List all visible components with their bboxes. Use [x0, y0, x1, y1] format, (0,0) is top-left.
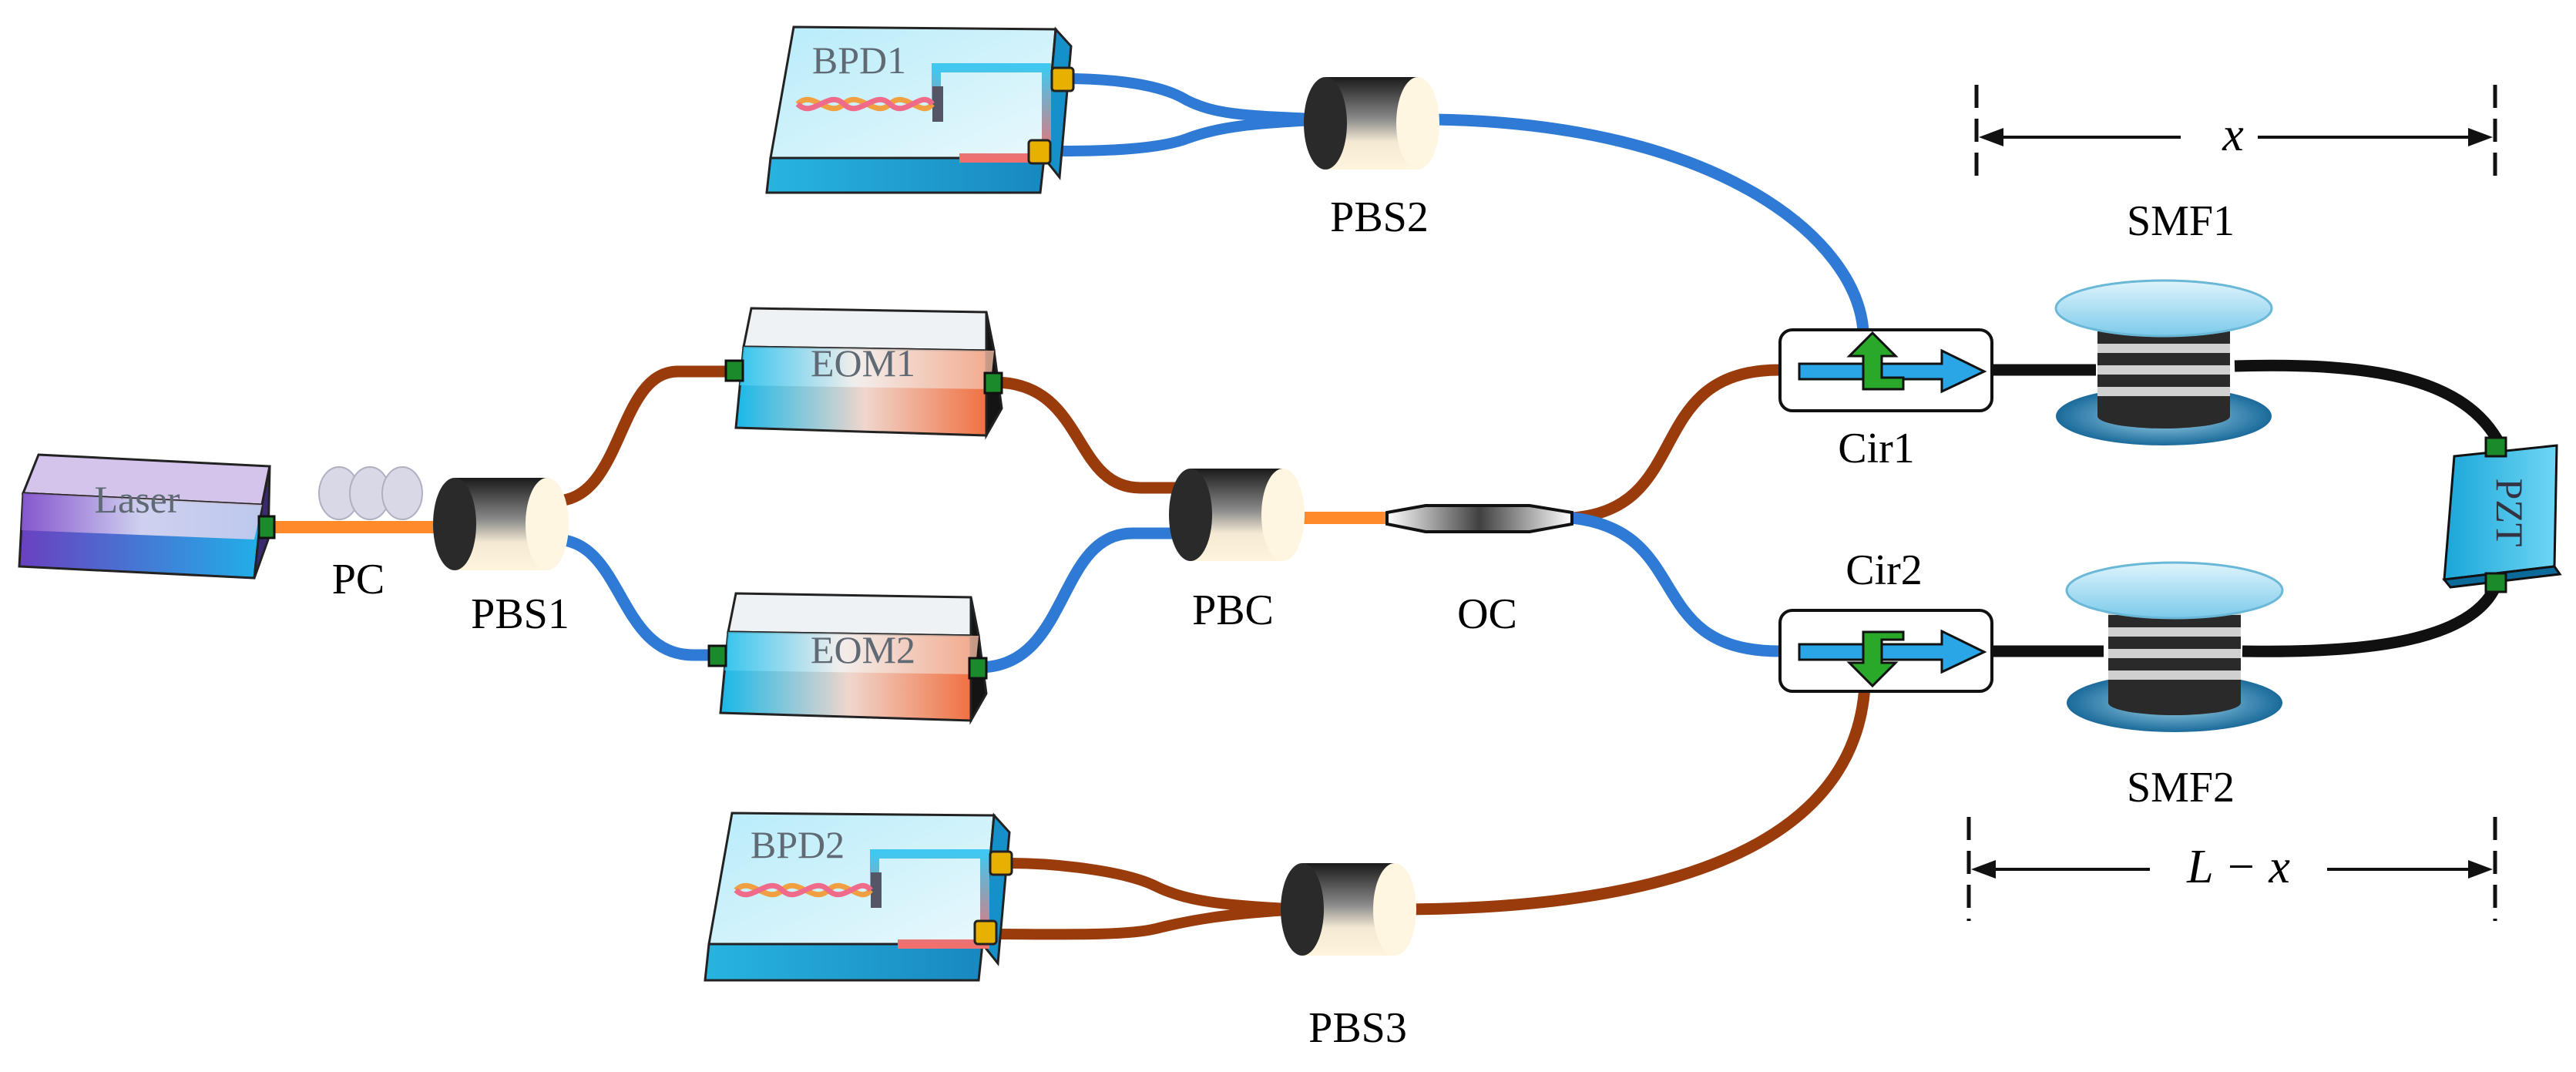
- eom2: EOM2: [707, 592, 988, 725]
- bpd2: BPD2: [704, 812, 1013, 982]
- dimension-x-label: x: [2222, 109, 2244, 161]
- fiber-pbs1-eom2: [554, 533, 720, 661]
- pbs1: PBS1: [433, 478, 569, 638]
- cir1-label: Cir1: [1838, 425, 1915, 472]
- smf2-label: SMF2: [2127, 764, 2235, 812]
- fiber-pbs3-bpd2-b: [997, 904, 1303, 940]
- fiber-smf1-pzt: [2234, 359, 2506, 449]
- pbs1-label: PBS1: [471, 590, 569, 638]
- pbs2: PBS2: [1304, 77, 1439, 241]
- eom2-label: EOM2: [811, 628, 915, 671]
- smf1-spool: SMF1: [2054, 197, 2273, 445]
- fiber-eom1-pbc: [993, 376, 1202, 494]
- pzt: PZT: [2442, 436, 2562, 593]
- eom1: EOM1: [724, 307, 1003, 440]
- fiber-cir2-pbs3: [1402, 685, 1871, 916]
- fiber-oc-cir1: [1571, 364, 1781, 524]
- circulator-1: Cir1: [1778, 328, 1993, 472]
- oc-label: OC: [1457, 590, 1517, 638]
- pzt-label: PZT: [2488, 479, 2531, 547]
- pbs3: PBS3: [1281, 863, 1416, 1052]
- pbs2-label: PBS2: [1330, 193, 1429, 241]
- smf1-label: SMF1: [2127, 197, 2235, 245]
- laser: Laser: [18, 453, 276, 580]
- smf2-spool: SMF2: [2065, 561, 2284, 812]
- fiber-cir1-pbs2: [1432, 113, 1869, 332]
- pbc-label: PBC: [1192, 586, 1274, 634]
- fiber-eom2-pbc: [978, 527, 1202, 674]
- optical-coupler: OC: [1385, 504, 1573, 638]
- bpd1: BPD1: [765, 25, 1075, 194]
- pbc: PBC: [1169, 469, 1305, 634]
- dimension-x: x: [1974, 85, 2497, 185]
- fiber-pbs3-bpd2-a: [1009, 858, 1303, 915]
- cir2-label: Cir2: [1846, 546, 1923, 594]
- eom1-label: EOM1: [811, 341, 915, 385]
- laser-label: Laser: [94, 478, 180, 521]
- fiber-oc-cir2: [1571, 512, 1781, 657]
- dimension-l-minus-x-label: L − x: [2186, 841, 2290, 893]
- polarization-controller: PC: [318, 466, 423, 603]
- bpd1-label: BPD1: [812, 39, 906, 82]
- bpd2-label: BPD2: [751, 823, 845, 866]
- fiber-pbs2-bpd1-b: [1059, 114, 1330, 156]
- fiber-pbs2-bpd1-a: [1066, 73, 1330, 125]
- pbs3-label: PBS3: [1308, 1004, 1407, 1052]
- fiber-smf2-pzt: [2242, 581, 2502, 657]
- fiber-pbs1-eom1: [554, 365, 744, 507]
- circulator-2: Cir2: [1778, 546, 1993, 693]
- pc-label: PC: [332, 556, 385, 603]
- dimension-l-minus-x: L − x: [1966, 817, 2497, 921]
